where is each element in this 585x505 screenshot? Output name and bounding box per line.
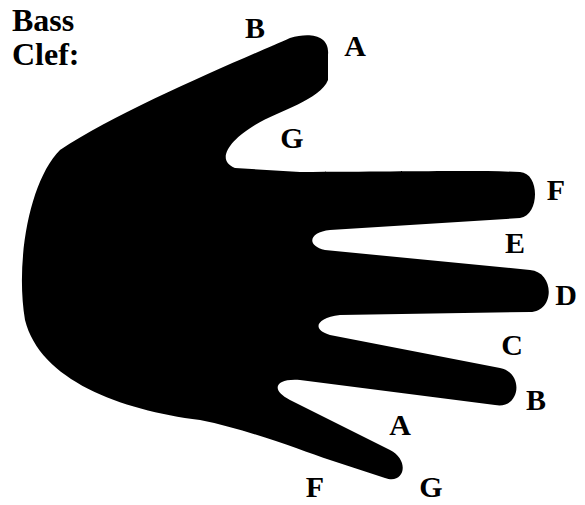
note-letter: C bbox=[501, 330, 523, 360]
note-letter: F bbox=[306, 472, 324, 502]
hand-shape bbox=[22, 35, 549, 479]
note-letter: A bbox=[344, 31, 366, 61]
note-letter: A bbox=[389, 410, 411, 440]
note-letter: G bbox=[280, 123, 303, 153]
diagram-title: Bass Clef: bbox=[12, 4, 122, 71]
note-letter: D bbox=[555, 280, 577, 310]
note-letter: F bbox=[547, 175, 565, 205]
note-letter: G bbox=[419, 472, 442, 502]
note-letter: B bbox=[245, 13, 265, 43]
note-letter: E bbox=[505, 228, 525, 258]
note-letter: B bbox=[526, 385, 546, 415]
